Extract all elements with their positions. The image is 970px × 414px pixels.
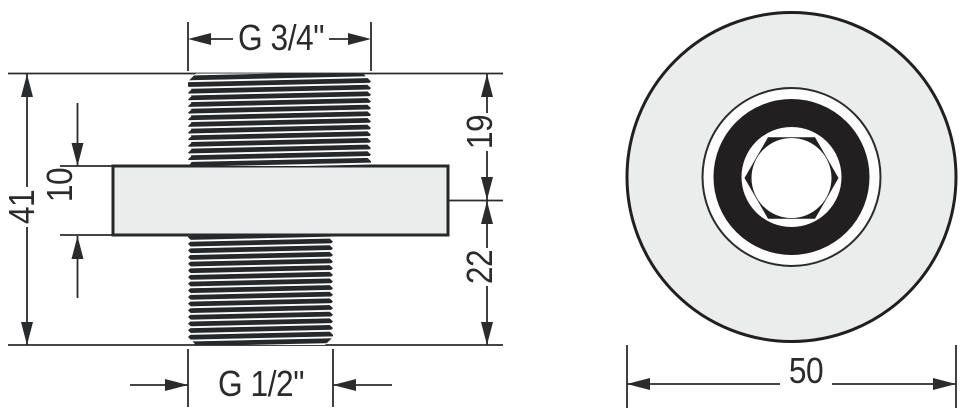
thread-g12 (188, 235, 333, 345)
dim-label-lower-length: 22 (459, 249, 500, 285)
dimension-arrowheads (21, 33, 956, 391)
dim-label-overall-length: 41 (1, 189, 42, 225)
bore-hole (751, 138, 832, 218)
dim-label-bottom-thread: G 1/2" (217, 363, 305, 404)
flange-side (111, 164, 450, 237)
dim-label-flange-diameter: 50 (788, 350, 824, 391)
thread-g34 (188, 73, 371, 166)
dim-label-flange-thickness: 10 (39, 167, 80, 203)
dim-label-upper-length: 19 (459, 114, 500, 150)
dim-label-top-thread: G 3/4" (237, 17, 325, 58)
seal-ring (713, 99, 870, 255)
front-view (625, 11, 958, 343)
side-view (8, 22, 957, 408)
